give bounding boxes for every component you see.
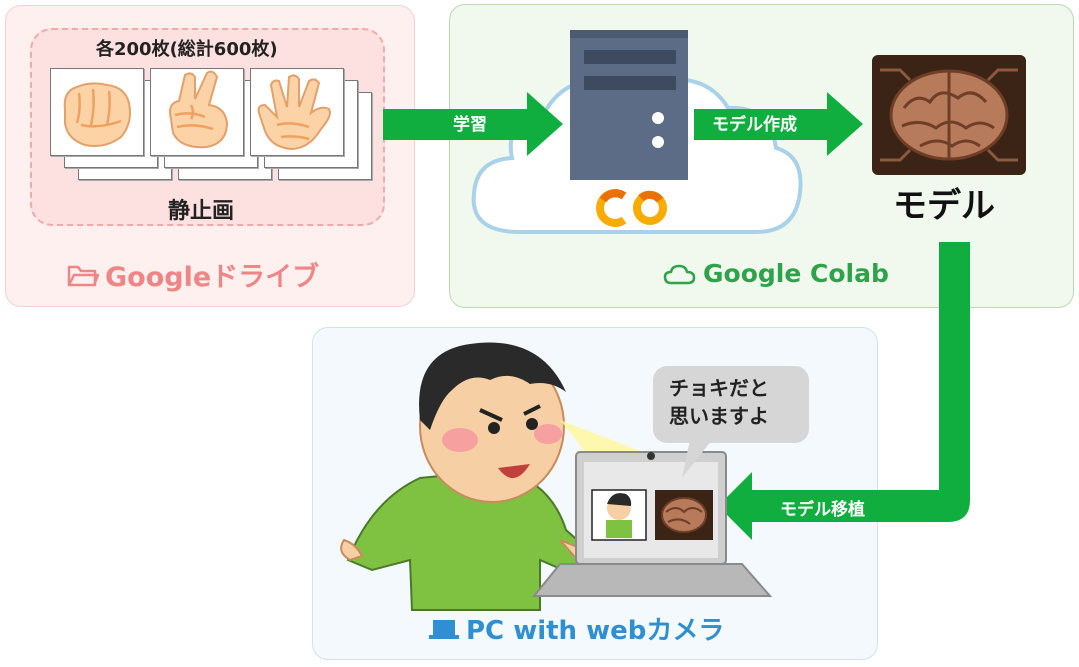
speech-bubble-line-2: 思いますよ bbox=[669, 404, 769, 428]
fist-hand-icon bbox=[63, 82, 131, 147]
colab-logo-icon bbox=[596, 189, 667, 227]
folder-icon bbox=[67, 265, 99, 286]
cloud-outline-icon bbox=[663, 264, 696, 284]
pc-webcam-title: PC with webカメラ bbox=[428, 610, 724, 647]
create-model-arrow bbox=[694, 92, 863, 156]
boy-illustration bbox=[340, 342, 650, 611]
peace-hand-icon bbox=[169, 70, 229, 149]
still-image-label: 静止画 bbox=[168, 199, 235, 224]
speech-bubble bbox=[653, 366, 809, 443]
open-hand-icon bbox=[257, 74, 331, 151]
laptop-small-icon bbox=[429, 619, 459, 639]
transfer-model-arrow-label: モデル移植 bbox=[780, 500, 865, 520]
pc-webcam-title-text: PC with webカメラ bbox=[466, 616, 725, 646]
paper-image-card bbox=[250, 68, 344, 156]
create-model-arrow-label: モデル作成 bbox=[712, 115, 797, 135]
image-count-label: 各200枚(総計600枚) bbox=[96, 39, 278, 60]
scissors-image-card bbox=[150, 68, 244, 156]
transfer-model-arrow bbox=[718, 242, 970, 540]
speech-bubble-text: チョキだと 思いますよ bbox=[669, 374, 769, 430]
google-colab-title: Google Colab bbox=[663, 259, 889, 288]
google-colab-title-text: Google Colab bbox=[703, 259, 889, 288]
model-label: モデル bbox=[893, 186, 995, 226]
rock-image-card bbox=[50, 68, 144, 156]
speech-bubble-line-1: チョキだと bbox=[669, 376, 769, 400]
google-drive-title-text: Googleドライブ bbox=[105, 262, 320, 293]
brain-model-icon bbox=[872, 55, 1026, 175]
google-drive-title: Googleドライブ bbox=[67, 255, 319, 294]
laptop-icon bbox=[531, 451, 773, 597]
webcam-icon bbox=[647, 452, 655, 460]
learn-arrow bbox=[383, 92, 563, 156]
learn-arrow-label: 学習 bbox=[453, 115, 487, 135]
server-icon bbox=[570, 30, 688, 180]
speech-bubble-tail bbox=[682, 440, 712, 478]
